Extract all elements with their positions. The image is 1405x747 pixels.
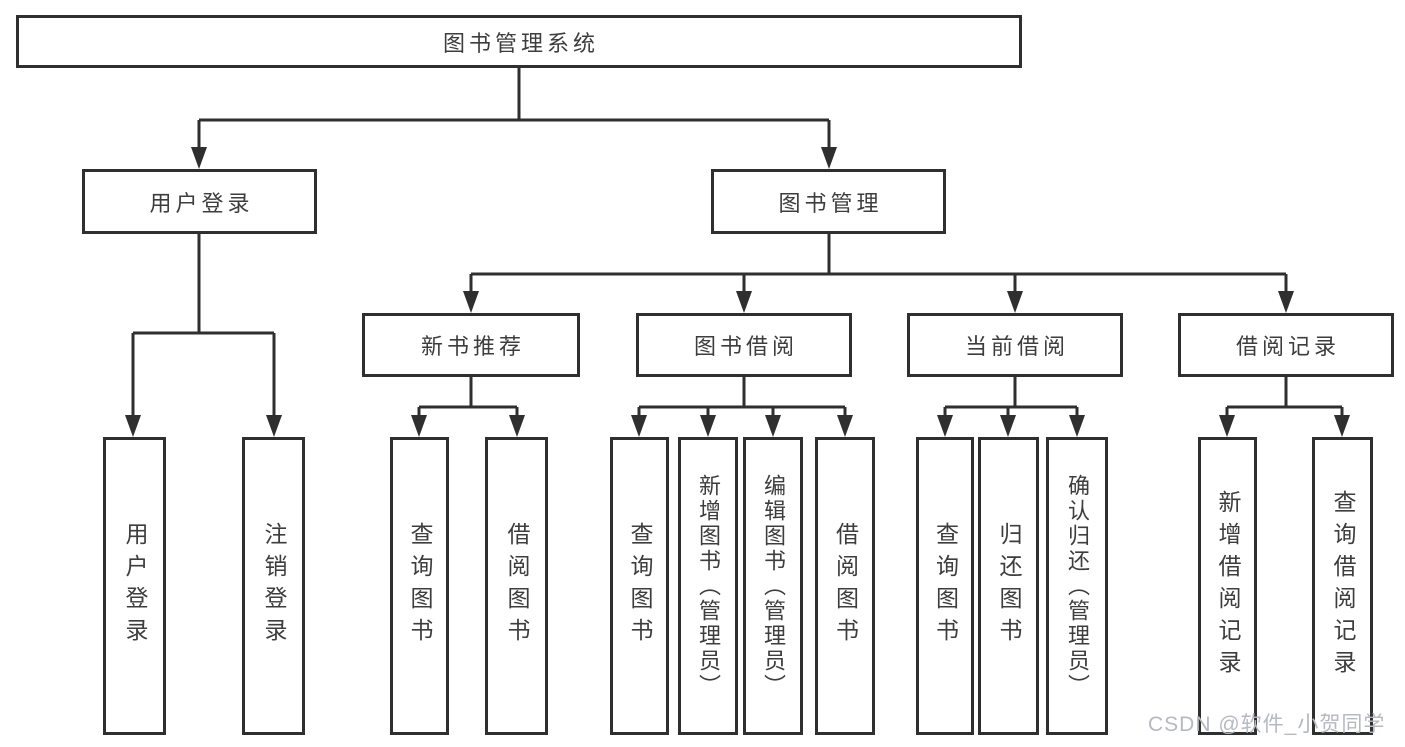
node-label: 当前借阅 <box>964 334 1069 359</box>
node-label: 借阅图书 <box>832 522 859 650</box>
leaf-query-books-recommend: 查询图书 <box>390 437 449 735</box>
node-label: 用户登录 <box>122 522 148 650</box>
node-label: 新增借阅记录 <box>1215 490 1241 682</box>
node-label: 编辑图书（管理员） <box>761 473 786 699</box>
node-label: 图书管理系统 <box>442 30 599 56</box>
node-label: 新书推荐 <box>420 334 525 359</box>
node-borrowing-records: 借阅记录 <box>1178 313 1394 377</box>
node-label: 查询图书 <box>407 522 433 650</box>
leaf-edit-book-admin: 编辑图书（管理员） <box>743 437 803 735</box>
leaf-query-borrow-record: 查询借阅记录 <box>1312 437 1373 735</box>
node-label: 用户登录 <box>149 190 254 216</box>
leaf-borrow-books-recommend: 借阅图书 <box>485 437 548 735</box>
node-label: 借阅图书 <box>504 522 530 650</box>
node-current-borrowing: 当前借阅 <box>907 313 1123 377</box>
node-new-book-recommendation: 新书推荐 <box>362 313 580 377</box>
leaf-return-books: 归还图书 <box>978 437 1039 735</box>
node-label: 借阅记录 <box>1235 334 1340 359</box>
node-label: 确认归还（管理员） <box>1065 473 1090 699</box>
node-book-management: 图书管理 <box>711 169 946 234</box>
node-user-login: 用户登录 <box>82 169 317 234</box>
leaf-user-login: 用户登录 <box>103 437 166 735</box>
node-library-management-system: 图书管理系统 <box>16 15 1022 68</box>
leaf-query-books-borrowing: 查询图书 <box>610 437 669 735</box>
node-label: 查询借阅记录 <box>1330 490 1356 682</box>
leaf-add-book-admin: 新增图书（管理员） <box>678 437 738 735</box>
node-label: 归还图书 <box>996 522 1022 650</box>
leaf-query-books-current: 查询图书 <box>916 437 974 735</box>
node-label: 查询图书 <box>932 522 959 650</box>
leaf-borrow-books-borrowing: 借阅图书 <box>815 437 875 735</box>
node-label: 注销登录 <box>261 522 287 650</box>
node-book-borrowing: 图书借阅 <box>636 313 852 377</box>
node-label: 查询图书 <box>627 522 653 650</box>
node-label: 图书借阅 <box>693 334 798 359</box>
node-label: 新增图书（管理员） <box>696 473 721 699</box>
leaf-logout: 注销登录 <box>242 437 305 735</box>
node-label: 图书管理 <box>778 190 883 216</box>
leaf-confirm-return-admin: 确认归还（管理员） <box>1046 437 1108 735</box>
leaf-add-borrow-record: 新增借阅记录 <box>1198 437 1257 735</box>
csdn-watermark: CSDN @软件_小贺同学 <box>1148 713 1386 736</box>
